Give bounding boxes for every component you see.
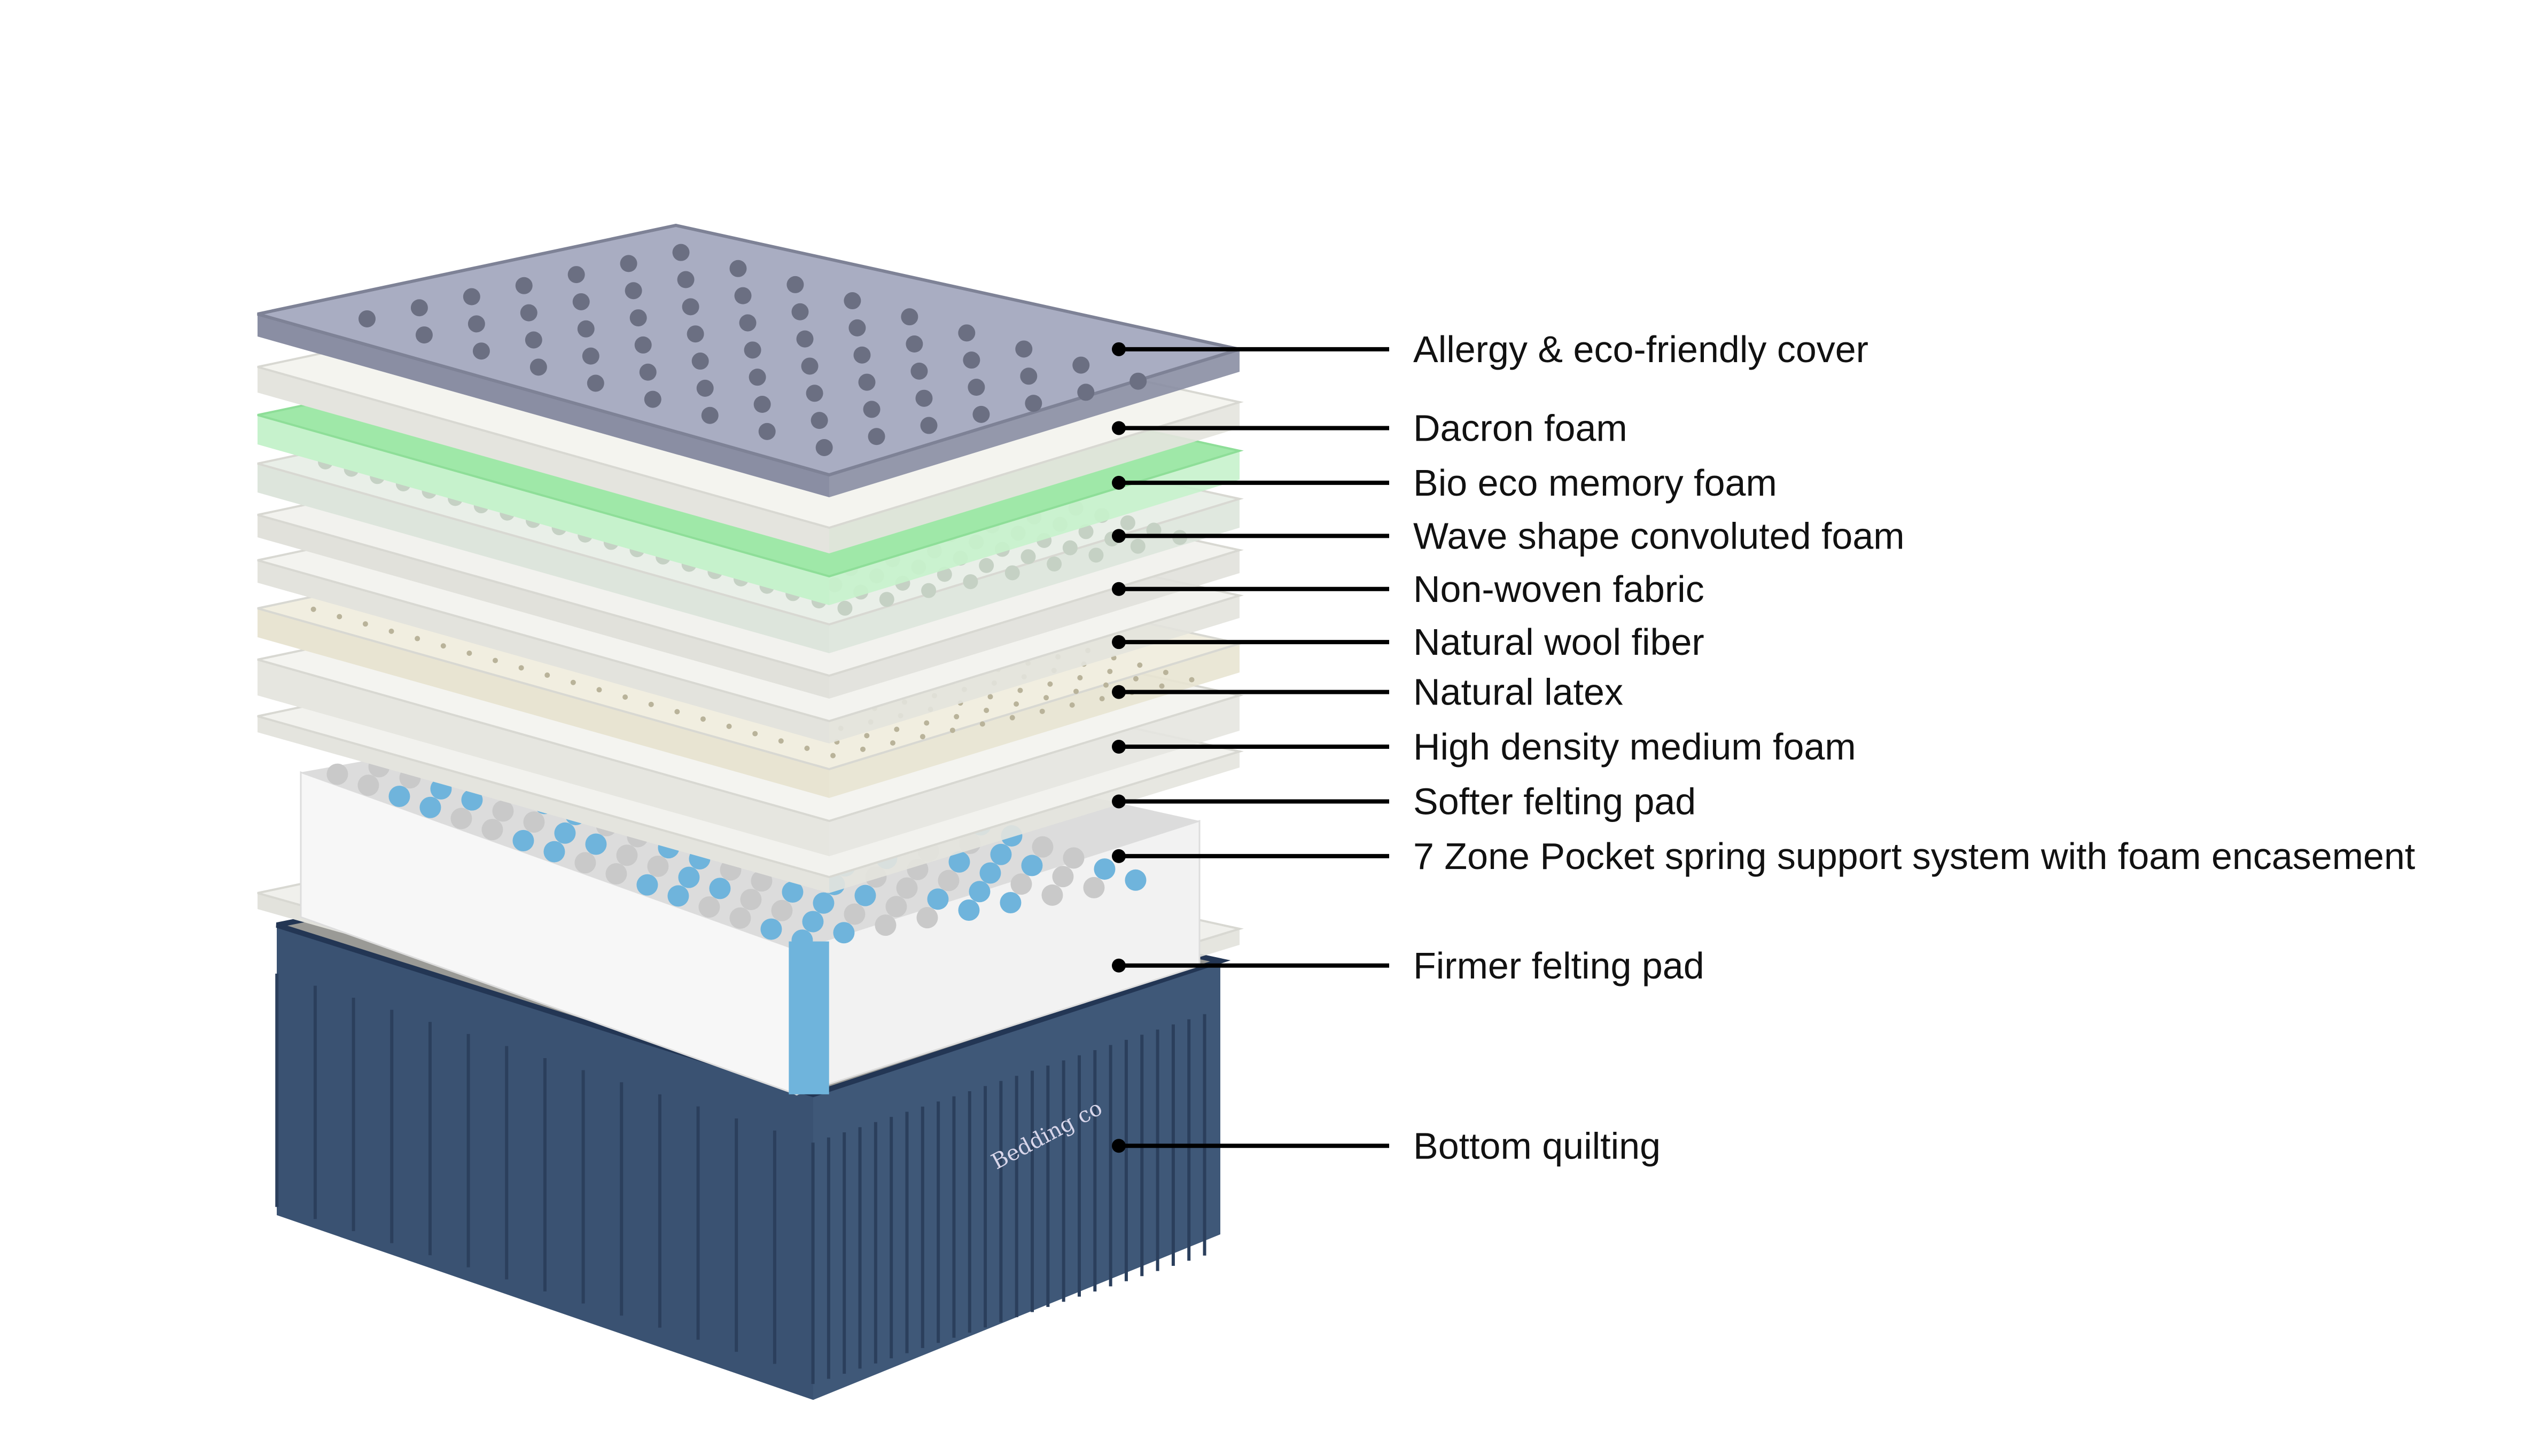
layer-label: Non-woven fabric — [1413, 568, 1704, 610]
layer-label: Bottom quilting — [1413, 1125, 1661, 1167]
layer-label: Natural latex — [1413, 671, 1623, 713]
layer-callout: Allergy & eco-friendly cover — [1112, 328, 1868, 370]
layer-label: Bio eco memory foam — [1413, 462, 1777, 504]
layer-callout: Bottom quilting — [1112, 1125, 1661, 1167]
layer-callout: Bio eco memory foam — [1112, 462, 1777, 504]
layer-callout: Natural latex — [1112, 671, 1623, 713]
layer-callout: Dacron foam — [1112, 407, 1627, 449]
layer-label: 7 Zone Pocket spring support system with… — [1413, 835, 2415, 877]
layer-callout: Firmer felting pad — [1112, 945, 1704, 987]
layer-label: High density medium foam — [1413, 726, 1856, 768]
layer-label: Wave shape convoluted foam — [1413, 515, 1905, 557]
layer-label: Firmer felting pad — [1413, 945, 1704, 987]
layer-label: Softer felting pad — [1413, 780, 1696, 822]
layer-callout: Softer felting pad — [1112, 780, 1696, 822]
layer-callout: Natural wool fiber — [1112, 621, 1704, 663]
layer-label: Natural wool fiber — [1413, 621, 1704, 663]
layer-label: Dacron foam — [1413, 407, 1627, 449]
mattress-illustration — [257, 223, 1246, 1400]
layer-callout: 7 Zone Pocket spring support system with… — [1112, 835, 2415, 877]
layer-callout: Non-woven fabric — [1112, 568, 1704, 610]
cover-layer — [257, 223, 1246, 497]
layer-label: Allergy & eco-friendly cover — [1413, 328, 1868, 370]
layer-callout: High density medium foam — [1112, 726, 1856, 768]
layer-callout: Wave shape convoluted foam — [1112, 515, 1905, 557]
